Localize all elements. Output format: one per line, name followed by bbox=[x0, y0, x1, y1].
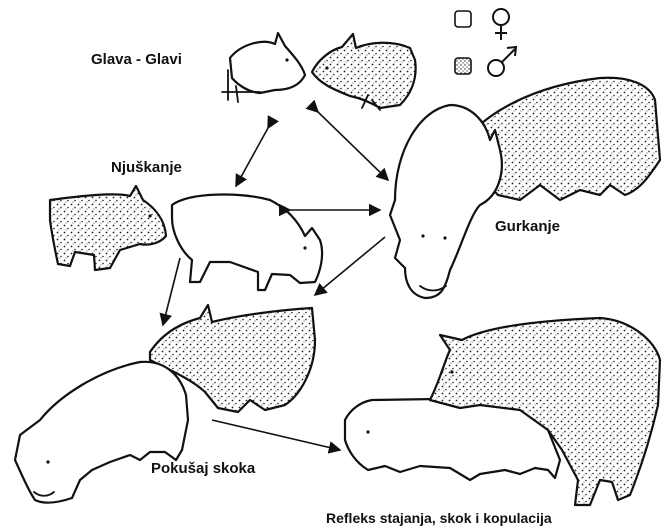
arrow-icon bbox=[163, 258, 180, 325]
nudging-label: Gurkanje bbox=[495, 218, 560, 235]
arrow-icon bbox=[212, 420, 340, 450]
pig-female-icon bbox=[390, 105, 502, 298]
male-symbol-icon bbox=[488, 47, 516, 76]
arrow-icon bbox=[318, 112, 388, 180]
arrow-icon bbox=[315, 237, 385, 295]
standing-reflex-group bbox=[345, 318, 660, 505]
male-swatch-icon bbox=[455, 58, 471, 74]
pig-female-icon bbox=[222, 33, 305, 102]
head-to-head-label: Glava - Glavi bbox=[91, 51, 182, 68]
standing-reflex-label: Refleks stajanja, skok i kopulacija bbox=[326, 510, 552, 526]
arrow-icon bbox=[236, 128, 268, 186]
female-swatch-icon bbox=[455, 11, 471, 27]
mount-attempt-label: Pokušaj skoka bbox=[151, 460, 255, 477]
nudging-group bbox=[390, 78, 660, 298]
pig-male-icon bbox=[312, 34, 416, 110]
head-to-head-group bbox=[222, 33, 416, 110]
sniffing-group bbox=[50, 186, 322, 290]
pig-female-icon bbox=[15, 362, 188, 503]
sniffing-label: Njuškanje bbox=[111, 159, 182, 176]
pig-female-icon bbox=[172, 195, 322, 290]
legend bbox=[455, 9, 516, 76]
pig-male-icon bbox=[50, 186, 166, 270]
female-symbol-icon bbox=[493, 9, 509, 40]
